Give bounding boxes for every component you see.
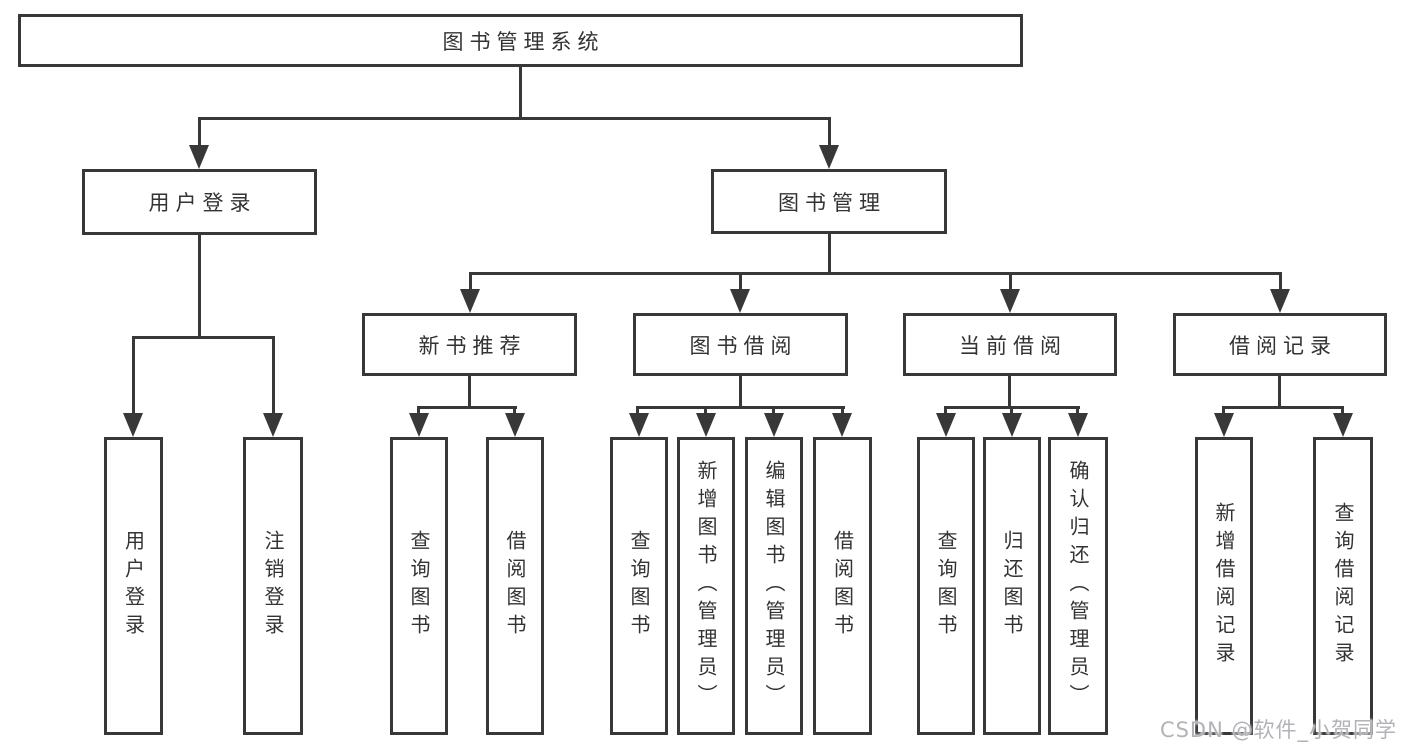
connector-line (132, 336, 135, 418)
leaf-add-book-admin: 新增图书（管理员） (677, 437, 735, 735)
leaf-label: 借阅图书 (830, 530, 855, 642)
connector-line (1009, 272, 1012, 292)
leaf-label: 查询图书 (934, 530, 958, 642)
leaf-label: 借阅图书 (503, 530, 527, 642)
connector-line (841, 406, 844, 418)
leaf-edit-book-admin: 编辑图书（管理员） (745, 437, 803, 735)
connector-line (468, 376, 471, 408)
arrow-down-icon (832, 413, 852, 437)
leaf-borrow-book-recommend: 借阅图书 (486, 437, 544, 735)
connector-line (944, 406, 947, 418)
connector-line (417, 406, 517, 409)
leaf-label: 确认归还（管理员） (1066, 460, 1090, 712)
arrow-down-icon (696, 413, 716, 437)
connector-line (519, 67, 522, 120)
leaf-label: 归还图书 (1000, 530, 1024, 642)
connector-line (1279, 272, 1282, 292)
leaf-add-borrow-record: 新增借阅记录 (1195, 437, 1253, 735)
connector-line (417, 406, 420, 418)
connector-line (1076, 406, 1079, 418)
leaf-label: 查询图书 (627, 530, 651, 642)
node-library-management-system: 图书管理系统 (18, 14, 1023, 67)
arrow-down-icon (460, 289, 480, 313)
leaf-logout-login: 注销登录 (243, 437, 303, 735)
connector-line (1008, 376, 1011, 408)
arrow-down-icon (764, 413, 784, 437)
connector-line (469, 272, 1282, 275)
node-borrowing-records: 借阅记录 (1173, 313, 1387, 376)
arrow-down-icon (189, 145, 209, 169)
watermark: CSDN @软件_小贺同学 (1159, 718, 1397, 742)
connector-line (198, 117, 831, 120)
arrow-down-icon (1270, 289, 1290, 313)
arrow-down-icon (1002, 413, 1022, 437)
arrow-down-icon (409, 413, 429, 437)
arrow-down-icon (505, 413, 525, 437)
connector-line (198, 235, 201, 339)
arrow-down-icon (629, 413, 649, 437)
leaf-label: 编辑图书（管理员） (762, 460, 786, 712)
arrow-down-icon (123, 413, 143, 437)
arrow-down-icon (936, 413, 956, 437)
connector-line (1341, 406, 1344, 418)
leaf-label: 新增图书（管理员） (694, 460, 718, 712)
connector-line (1278, 376, 1281, 408)
leaf-borrow-book-borrowing: 借阅图书 (813, 437, 872, 735)
leaf-confirm-return-admin: 确认归还（管理员） (1048, 437, 1108, 735)
connector-line (272, 336, 275, 418)
connector-line (636, 406, 639, 418)
arrow-down-icon (263, 413, 283, 437)
node-new-book-recommendation: 新书推荐 (362, 313, 577, 376)
connector-line (772, 406, 775, 418)
leaf-return-book: 归还图书 (983, 437, 1041, 735)
leaf-label: 用户登录 (121, 530, 146, 642)
leaf-user-login: 用户登录 (104, 437, 163, 735)
leaf-query-borrow-record: 查询借阅记录 (1313, 437, 1373, 735)
connector-line (1222, 406, 1225, 418)
arrow-down-icon (1068, 413, 1088, 437)
connector-line (704, 406, 707, 418)
connector-line (1010, 406, 1013, 418)
leaf-query-book-borrowing: 查询图书 (610, 437, 668, 735)
connector-line (513, 406, 516, 418)
arrow-down-icon (1214, 413, 1234, 437)
arrow-down-icon (819, 145, 839, 169)
leaf-query-book-recommend: 查询图书 (390, 437, 448, 735)
arrow-down-icon (730, 289, 750, 313)
connector-line (828, 117, 831, 149)
connector-line (739, 272, 742, 292)
connector-line (198, 117, 201, 149)
leaf-label: 注销登录 (261, 530, 285, 642)
leaf-label: 查询图书 (407, 530, 431, 642)
connector-line (739, 376, 742, 408)
connector-line (636, 406, 845, 409)
node-book-management: 图书管理 (711, 169, 947, 234)
connector-line (469, 272, 472, 292)
connector-line (828, 234, 831, 275)
node-user-login: 用户登录 (82, 169, 317, 235)
connector-line (132, 336, 275, 339)
arrow-down-icon (1333, 413, 1353, 437)
node-book-borrowing: 图书借阅 (633, 313, 848, 376)
leaf-label: 查询借阅记录 (1331, 502, 1355, 670)
leaf-label: 新增借阅记录 (1212, 502, 1236, 670)
leaf-query-book-current: 查询图书 (917, 437, 975, 735)
node-current-borrowing: 当前借阅 (903, 313, 1117, 376)
connector-line (1222, 406, 1344, 409)
arrow-down-icon (1000, 289, 1020, 313)
